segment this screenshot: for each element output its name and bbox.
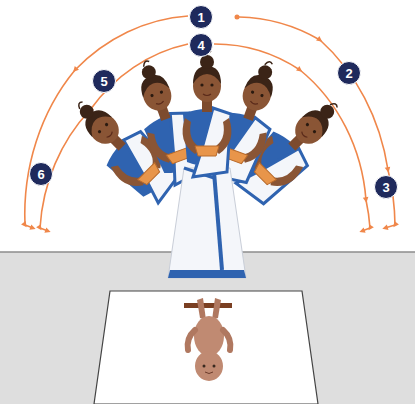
callout-circle: 6 (29, 162, 53, 186)
callout-number: 3 (382, 181, 389, 194)
woman-figure (61, 51, 352, 278)
callout-circle: 5 (92, 69, 116, 93)
callout-number: 2 (345, 67, 352, 80)
callout-number: 4 (197, 39, 204, 52)
callout-number: 6 (37, 168, 44, 181)
baby (188, 298, 231, 381)
callout-number: 5 (100, 75, 107, 88)
callout-circle: 3 (374, 175, 398, 199)
mat (94, 291, 318, 404)
callout-circle: 2 (337, 61, 361, 85)
callout-number: 1 (197, 11, 204, 24)
callout-circle: 1 (189, 5, 213, 29)
callout-circle: 4 (189, 33, 213, 57)
floor (0, 252, 415, 404)
